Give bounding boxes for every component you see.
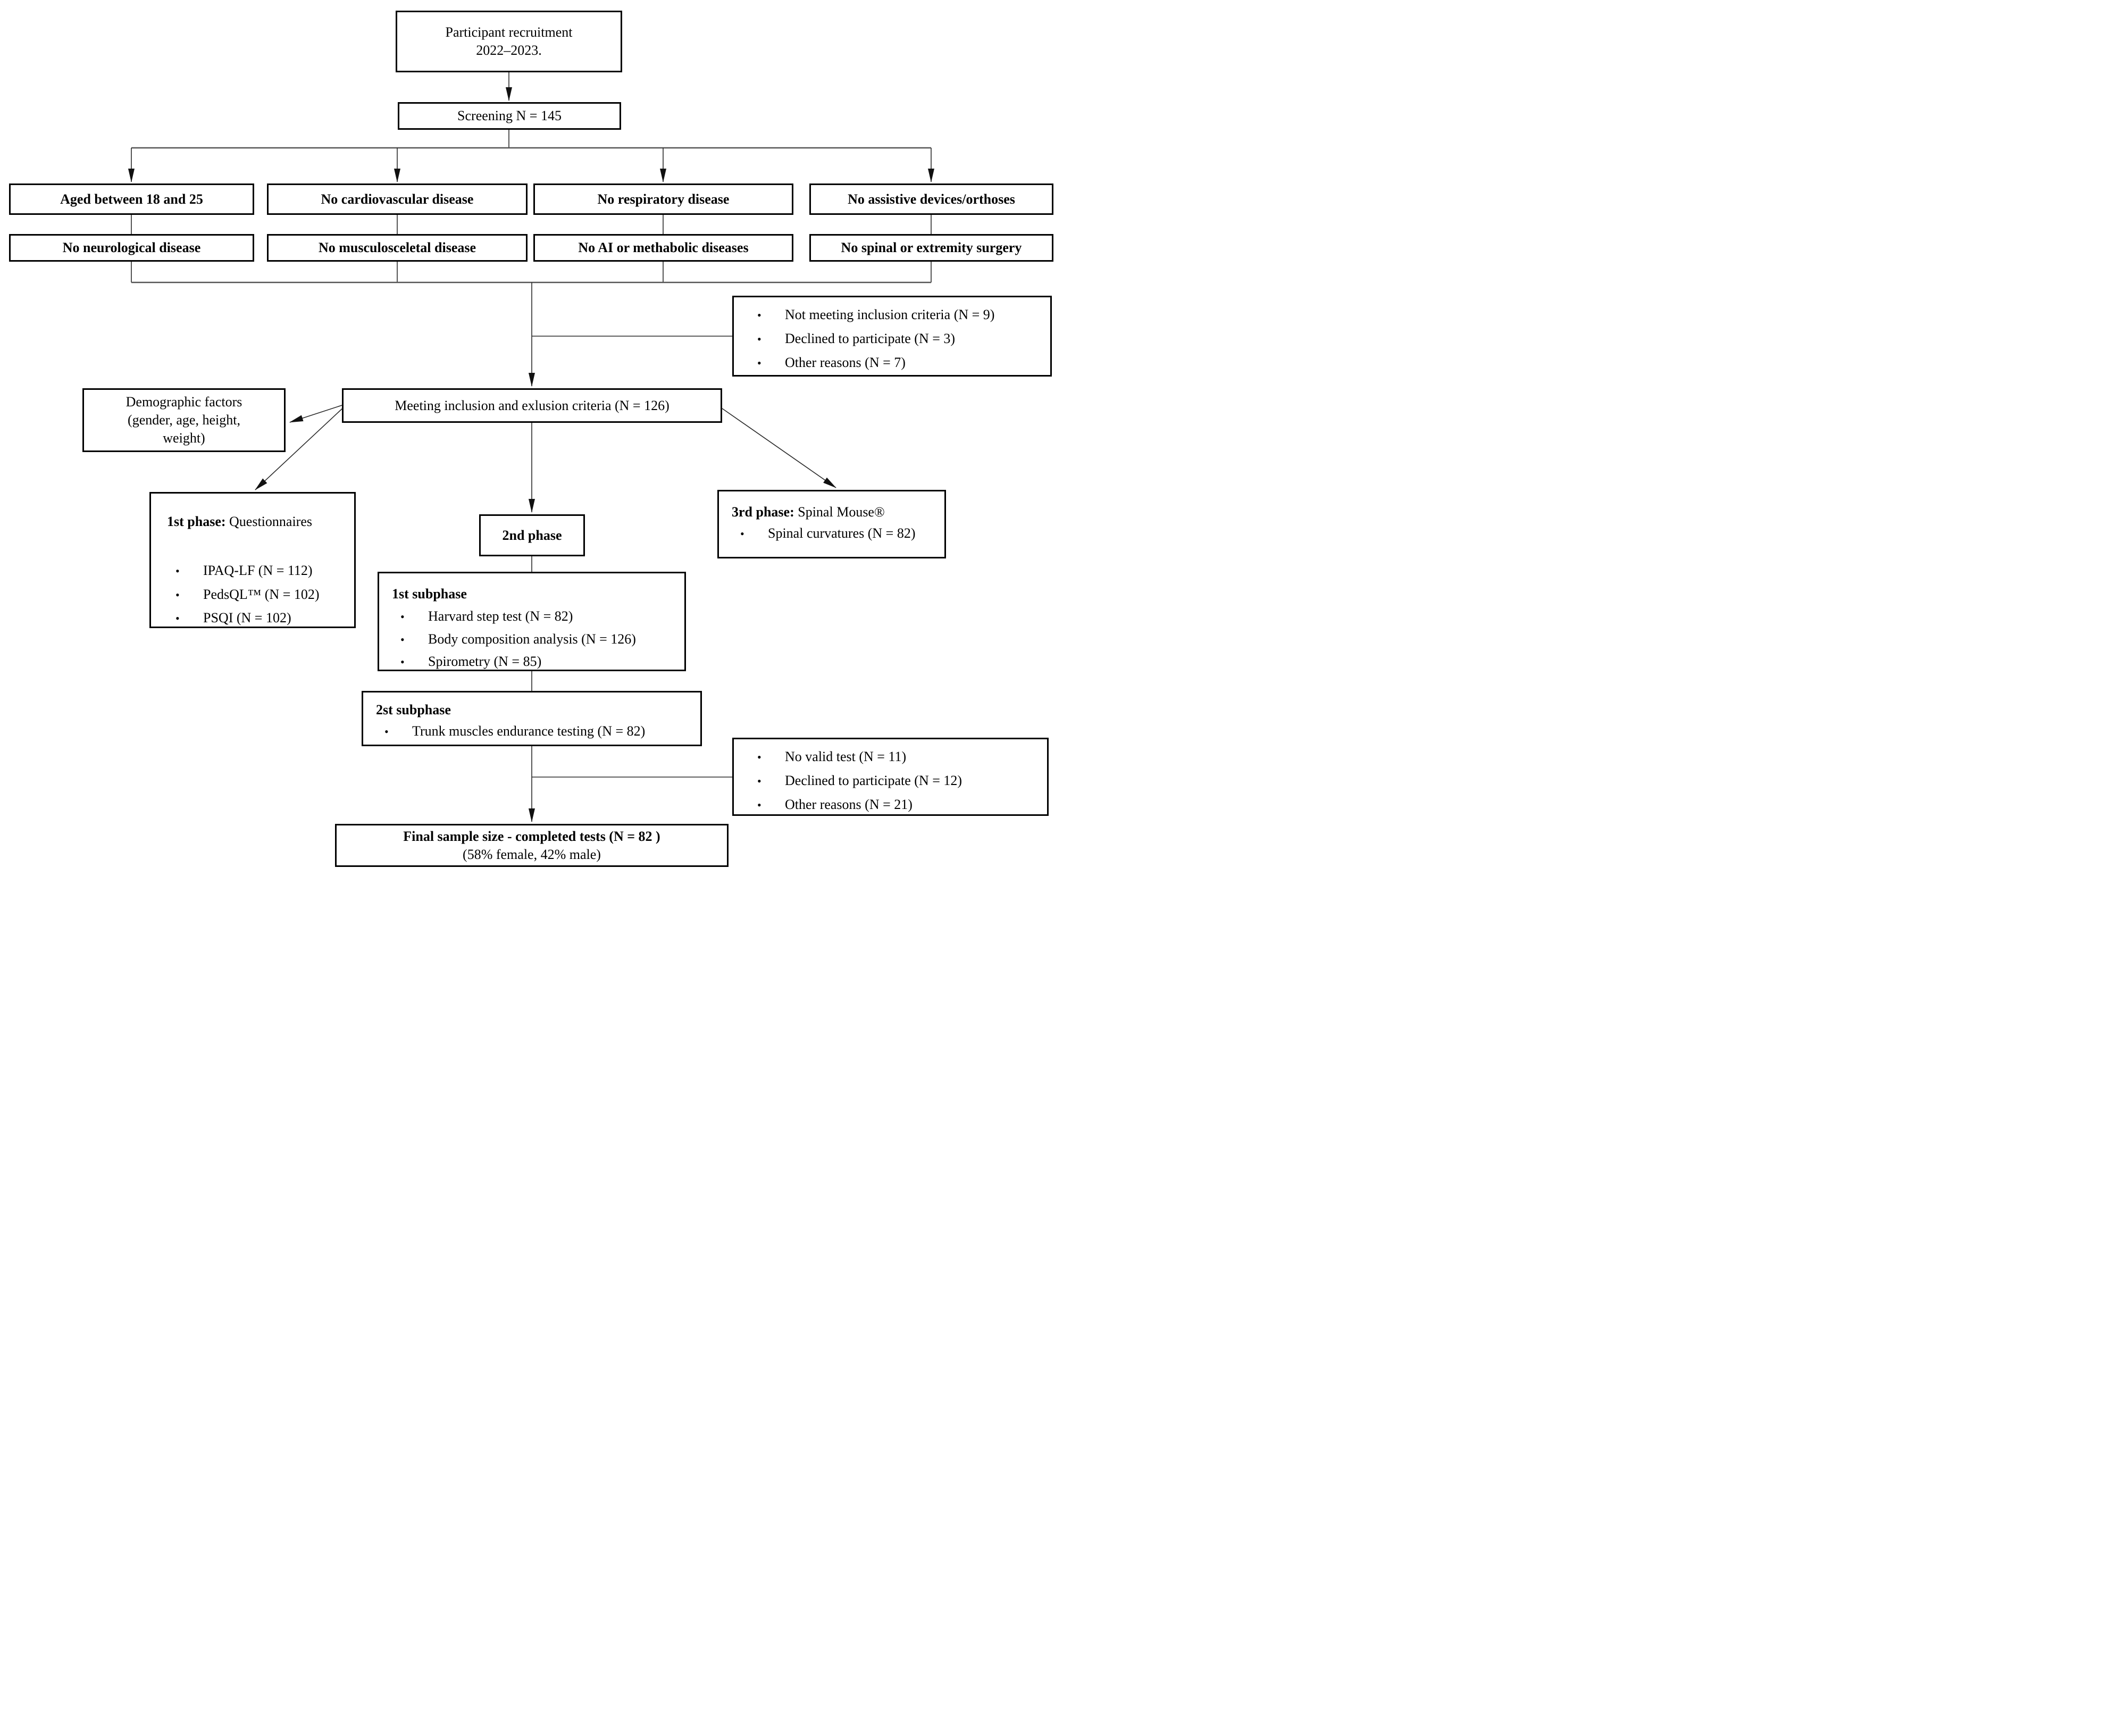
criteria-respiratory-label: No respiratory disease (597, 191, 730, 207)
bullet-icon: • (175, 612, 180, 625)
bullet-icon: • (400, 610, 405, 623)
bullet-icon: • (757, 798, 761, 812)
subphase2-item-1-label: Trunk muscles endurance testing (N = 82) (412, 723, 646, 739)
phase1-item-1-label: IPAQ-LF (N = 112) (203, 562, 313, 578)
bullet-icon: • (740, 527, 744, 540)
criteria-metabolic-label: No AI or methabolic diseases (578, 240, 749, 256)
criteria-assistive-devices-label: No assistive devices/orthoses (848, 191, 1015, 207)
subphase2-box: 2st subphase • Trunk muscles endurance t… (362, 691, 702, 746)
recruitment-flowchart: Participant recruitment 2022–2023. Scree… (0, 0, 1063, 868)
bullet-icon: • (757, 750, 761, 764)
exclusion1-item: • Other reasons (N = 7) (749, 354, 1045, 372)
criteria-box-musculoskeletal: No musculosceletal disease (267, 234, 528, 262)
phase3-item: • Spinal curvatures (N = 82) (732, 524, 940, 542)
phase1-title-bold: 1st phase: (167, 514, 226, 529)
subphase1-item: • Body composition analysis (N = 126) (392, 630, 680, 648)
criteria-surgery-label: No spinal or extremity surgery (841, 240, 1022, 256)
exclusion-box-2: • No valid test (N = 11) • Declined to p… (732, 738, 1049, 816)
meeting-criteria-label: Meeting inclusion and exlusion criteria … (395, 397, 669, 413)
phase3-title-bold: 3rd phase: (732, 504, 794, 520)
phase1-item-3-label: PSQI (N = 102) (203, 610, 291, 626)
criteria-musculoskeletal-label: No musculosceletal disease (318, 240, 476, 256)
screening-box: Screening N = 145 (398, 102, 621, 130)
exclusion2-item: • No valid test (N = 11) (749, 748, 1042, 766)
subphase1-item-1-label: Harvard step test (N = 82) (428, 608, 573, 624)
bullet-icon: • (757, 332, 761, 346)
exclusion1-item: • Not meeting inclusion criteria (N = 9) (749, 306, 1045, 324)
subphase1-item-3-label: Spirometry (N = 85) (428, 654, 542, 670)
exclusion2-item-2-label: Declined to participate (N = 12) (785, 772, 962, 788)
phase2-box: 2nd phase (479, 514, 585, 556)
arrow-meeting-to-demographic (289, 405, 342, 423)
subphase1-title: 1st subphase (392, 586, 467, 602)
bullet-icon: • (757, 356, 761, 370)
participant-recruitment-line1: Participant recruitment (445, 24, 573, 40)
final-sample-line1: Final sample size - completed tests (N =… (403, 828, 660, 844)
phase1-item-2-label: PedsQL™ (N = 102) (203, 586, 320, 602)
criteria-box-assistive-devices: No assistive devices/orthoses (809, 183, 1053, 215)
exclusion1-item: • Declined to participate (N = 3) (749, 330, 1045, 348)
participant-recruitment-line2: 2022–2023. (476, 43, 542, 58)
criteria-box-age: Aged between 18 and 25 (9, 183, 254, 215)
criteria-age-label: Aged between 18 and 25 (60, 191, 203, 207)
bullet-icon: • (384, 724, 389, 738)
subphase2-title: 2st subphase (376, 702, 451, 717)
final-sample-box: Final sample size - completed tests (N =… (335, 824, 729, 867)
participant-recruitment-box: Participant recruitment 2022–2023. (396, 11, 622, 72)
exclusion2-item-1-label: No valid test (N = 11) (785, 749, 907, 764)
exclusion-box-1: • Not meeting inclusion criteria (N = 9)… (732, 296, 1052, 377)
demographic-factors-box: Demographic factors (gender, age, height… (82, 388, 286, 452)
phase3-title: 3rd phase: Spinal Mouse® (732, 503, 940, 521)
exclusion2-item: • Declined to participate (N = 12) (749, 772, 1042, 790)
meeting-criteria-box: Meeting inclusion and exlusion criteria … (342, 388, 722, 423)
criteria-box-surgery: No spinal or extremity surgery (809, 234, 1053, 262)
subphase2-item: • Trunk muscles endurance testing (N = 8… (376, 722, 696, 740)
subphase1-item: • Harvard step test (N = 82) (392, 607, 680, 625)
exclusion1-item-3-label: Other reasons (N = 7) (785, 354, 906, 370)
subphase1-box: 1st subphase • Harvard step test (N = 82… (378, 572, 686, 671)
phase1-box: 1st phase: Questionnaires • IPAQ-LF (N =… (149, 492, 356, 628)
bullet-icon: • (175, 588, 180, 602)
criteria-box-metabolic: No AI or methabolic diseases (533, 234, 793, 262)
subphase1-item-2-label: Body composition analysis (N = 126) (428, 631, 636, 647)
phase2-label: 2nd phase (502, 527, 562, 543)
phase1-item: • PedsQL™ (N = 102) (167, 586, 349, 604)
phase1-title-rest: Questionnaires (225, 514, 312, 529)
arrow-meeting-to-phase3 (722, 408, 836, 488)
bullet-icon: • (400, 632, 405, 646)
criteria-neurological-label: No neurological disease (62, 240, 201, 256)
phase3-box: 3rd phase: Spinal Mouse® • Spinal curvat… (717, 490, 946, 558)
bullet-icon: • (757, 774, 761, 788)
phase1-item: • IPAQ-LF (N = 112) (167, 562, 349, 580)
exclusion2-item: • Other reasons (N = 21) (749, 796, 1042, 814)
criteria-box-neurological: No neurological disease (9, 234, 254, 262)
criteria-box-respiratory: No respiratory disease (533, 183, 793, 215)
phase1-title: 1st phase: Questionnaires (167, 513, 349, 531)
exclusion1-item-2-label: Declined to participate (N = 3) (785, 330, 956, 346)
subphase1-item: • Spirometry (N = 85) (392, 653, 680, 671)
screening-label: Screening N = 145 (457, 108, 562, 124)
demographic-line1: Demographic factors (125, 394, 242, 410)
demographic-line2: (gender, age, height, (128, 412, 240, 428)
bullet-icon: • (175, 564, 180, 578)
phase3-title-rest: Spinal Mouse® (794, 504, 885, 520)
bullet-icon: • (757, 308, 761, 322)
exclusion2-item-3-label: Other reasons (N = 21) (785, 796, 913, 812)
criteria-box-cardiovascular: No cardiovascular disease (267, 183, 528, 215)
phase1-item: • PSQI (N = 102) (167, 609, 349, 627)
phase3-item-1-label: Spinal curvatures (N = 82) (768, 525, 916, 541)
demographic-line3: weight) (163, 430, 205, 446)
criteria-cardiovascular-label: No cardiovascular disease (321, 191, 474, 207)
bullet-icon: • (400, 655, 405, 669)
exclusion1-item-1-label: Not meeting inclusion criteria (N = 9) (785, 307, 995, 322)
final-sample-line2: (58% female, 42% male) (463, 846, 601, 862)
